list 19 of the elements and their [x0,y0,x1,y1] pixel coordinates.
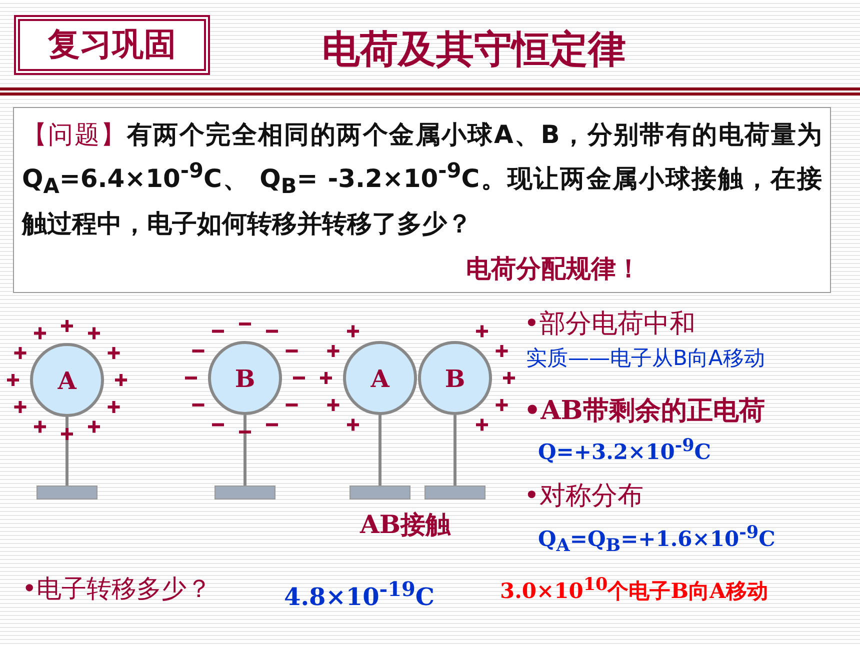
lab-bullet: •AB带剩余的正电荷 [524,395,765,428]
answer-text: 3.0×10$^{10}$个电子B向A移动 [500,575,768,605]
highlight-note: 电荷分配规律！ [466,253,641,285]
slide-title: 电荷及其守恒定律 [322,25,626,73]
metal-sphere: A [343,341,417,415]
metal-sphere: A [30,343,104,417]
formula-text: Q$_{A}$=Q$_{B}$=+1.6×10$^{-9}$C [538,523,776,556]
answer-text: 4.8×10$^{-19}$C [284,577,435,611]
formula-text: Q=+3.2×10$^{-9}$C [538,436,712,464]
lab-bullet: •对称分布 [524,480,644,513]
caption-text: AB接触 [360,509,451,541]
section-tag: 复习巩固 [14,15,210,75]
metal-sphere: B [418,341,492,415]
problem-text: 【问题】有两个完全相同的两个金属小球A、B，分别带有的电荷量为 Q$_{A}$=6.4×10$^{-9}$C、 Q$_{B}$= -3.2×10$^{-9}$C。现让两金属小球接触，在接触过程中，电子如何转移并转移了多少？ [22,119,822,240]
question-text: •电子转移多少？ [22,573,212,605]
lab-bullet: •部分电荷中和 [524,308,696,341]
metal-sphere: B [208,341,282,415]
problem-panel [13,107,831,293]
explanation-text: 实质——电子从B向A移动 [526,345,765,372]
